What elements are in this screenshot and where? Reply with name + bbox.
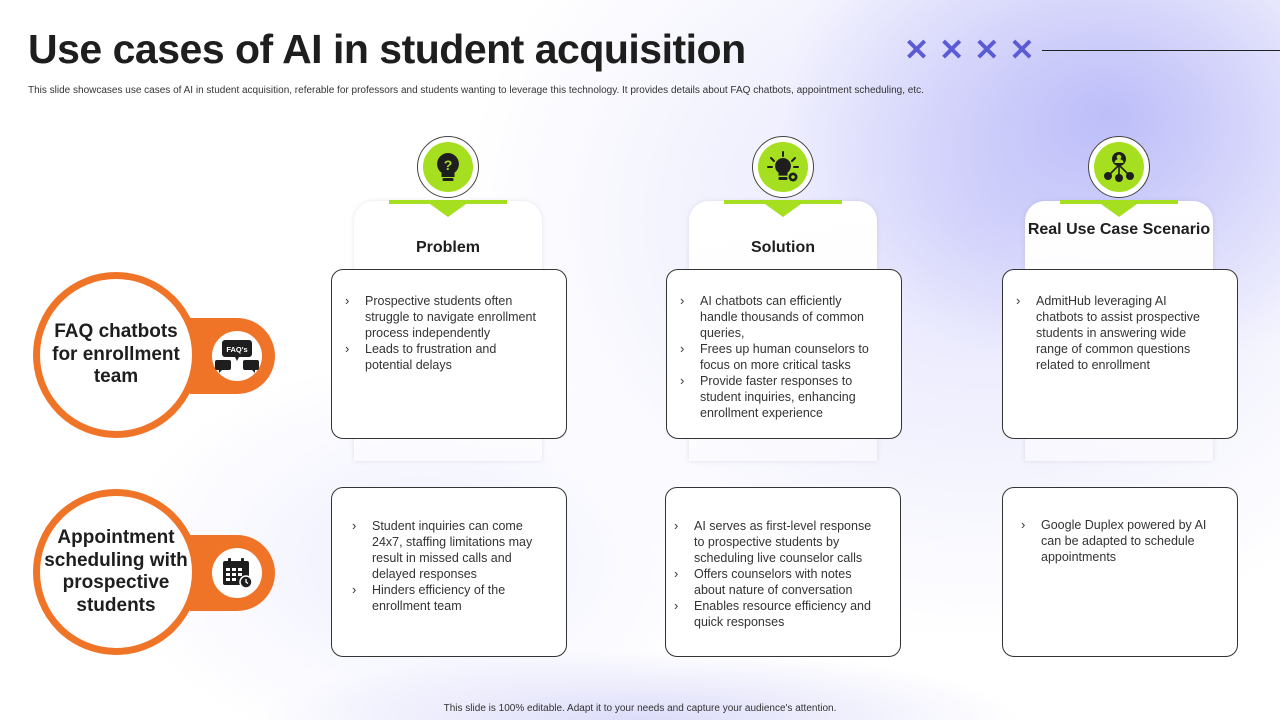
row-label-appointment-scheduling: Appointment scheduling with prospective … [33,489,199,655]
list-item: Google Duplex powered by AI can be adapt… [1021,517,1217,565]
card-faq-use-case: AdmitHub leveraging AI chatbots to assis… [1002,269,1238,439]
column-label-problem: Problem [415,239,480,256]
svg-text:FAQ's: FAQ's [226,345,247,354]
cross-icon: ✕ [1009,34,1035,67]
list-item: Enables resource efficiency and quick re… [674,598,882,630]
column-label-use-case: Real Use Case Scenario [1027,221,1211,238]
list-item: AdmitHub leveraging AI chatbots to assis… [1016,293,1217,373]
tab-accent-arrow [1101,204,1137,217]
tab-accent-bar [724,200,842,204]
list-item: Frees up human counselors to focus on mo… [680,341,881,373]
title-divider [1042,50,1280,51]
list-item: Offers counselors with notes about natur… [674,566,882,598]
card-faq-solution: AI chatbots can efficiently handle thous… [666,269,902,439]
cross-icon: ✕ [904,34,930,67]
faq-chat-icon: FAQ's [212,331,262,381]
list-item: Prospective students often struggle to n… [345,293,546,341]
question-lightbulb-icon: ? [417,136,479,198]
calendar-clock-icon [212,548,262,598]
page-title: Use cases of AI in student acquisition [28,26,746,72]
lightbulb-gears-icon [752,136,814,198]
list-item: Leads to frustration and potential delay… [345,341,546,373]
row-label-faq-chatbots: FAQ chatbots for enrollment team [33,272,199,438]
row-label-text: FAQ chatbots for enrollment team [52,321,180,388]
svg-text:?: ? [444,157,453,173]
cross-icon: ✕ [974,34,1000,67]
cross-icon: ✕ [939,34,965,67]
row-label-text: Appointment scheduling with prospective … [44,527,188,616]
card-appointment-use-case: Google Duplex powered by AI can be adapt… [1002,487,1238,657]
card-faq-problem: Prospective students often struggle to n… [331,269,567,439]
list-item: Provide faster responses to student inqu… [680,373,881,421]
list-item: AI serves as first-level response to pro… [674,518,882,566]
footer-note: This slide is 100% editable. Adapt it to… [443,703,837,714]
column-label-solution: Solution [751,239,815,256]
page-subtitle: This slide showcases use cases of AI in … [28,85,924,96]
card-appointment-problem: Student inquiries can come 24x7, staffin… [331,487,567,657]
card-appointment-solution: AI serves as first-level response to pro… [665,487,901,657]
tab-accent-arrow [430,204,466,217]
tab-accent-bar [1060,200,1178,204]
tab-accent-bar [389,200,507,204]
network-person-icon [1088,136,1150,198]
list-item: Student inquiries can come 24x7, staffin… [352,518,546,582]
tab-accent-arrow [765,204,801,217]
decorative-crosses: ✕ ✕ ✕ ✕ [904,34,1035,68]
list-item: Hinders efficiency of the enrollment tea… [352,582,546,614]
list-item: AI chatbots can efficiently handle thous… [680,293,881,341]
